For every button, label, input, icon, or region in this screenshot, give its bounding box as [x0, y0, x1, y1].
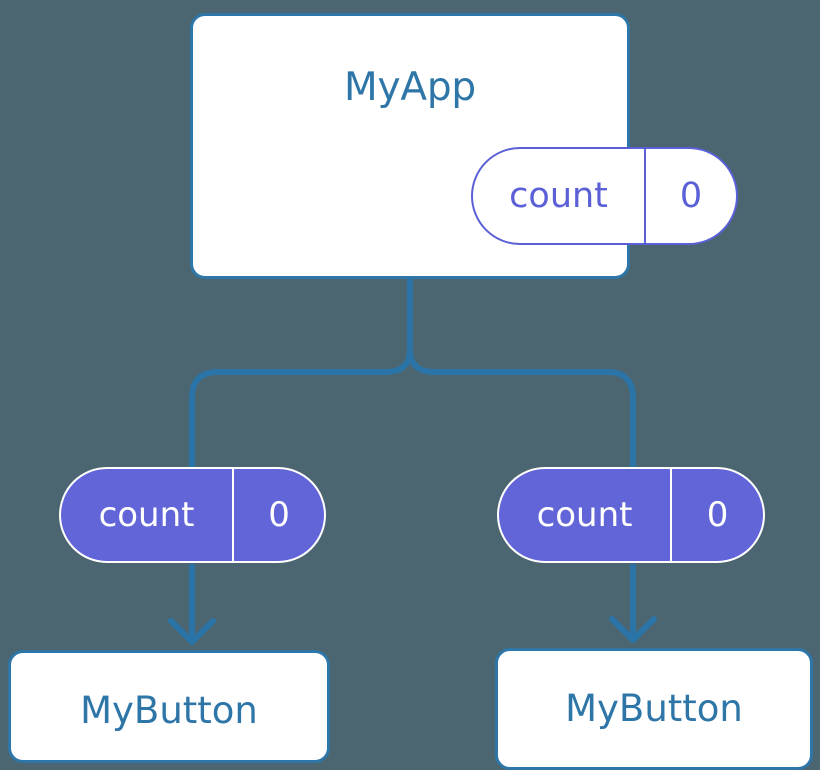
state-pill-child-right[interactable]: count 0 — [497, 467, 765, 563]
state-pill-value: 0 — [670, 469, 763, 561]
state-pill-key: count — [536, 495, 633, 535]
connector-split-bar — [189, 347, 636, 467]
component-label-mybutton-right: MyButton — [565, 687, 743, 730]
component-box-myapp[interactable]: MyApp count 0 — [190, 13, 738, 279]
state-pill-key: count — [98, 495, 195, 535]
arrow-head-left-icon — [168, 618, 216, 645]
state-pill-myapp[interactable]: count 0 — [471, 147, 738, 245]
state-pill-value: 0 — [644, 149, 736, 243]
component-box-mybutton-right[interactable]: MyButton — [495, 648, 813, 770]
state-pill-child-left[interactable]: count 0 — [59, 467, 326, 563]
arrow-head-right-icon — [609, 616, 657, 643]
state-pill-key: count — [509, 175, 608, 216]
component-label-myapp: MyApp — [344, 65, 476, 110]
state-pill-value: 0 — [232, 469, 324, 561]
component-label-mybutton-left: MyButton — [80, 689, 258, 732]
component-box-mybutton-left[interactable]: MyButton — [8, 650, 330, 763]
